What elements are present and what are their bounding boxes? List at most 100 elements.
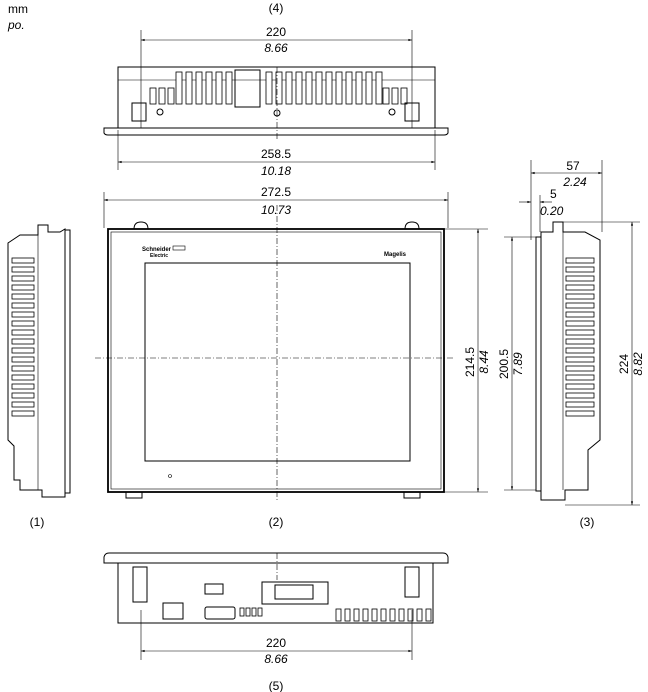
vent-slot bbox=[416, 608, 423, 622]
view-label-top: (4) bbox=[269, 1, 284, 15]
dim-front-height-in: 8.44 bbox=[477, 350, 491, 374]
vent-slot bbox=[11, 275, 35, 282]
vent-slot bbox=[265, 71, 273, 105]
vent-slot bbox=[380, 608, 387, 622]
logo-schneider: Schneider bbox=[142, 247, 172, 253]
vent-slot bbox=[11, 311, 35, 318]
vent-slot bbox=[215, 71, 223, 105]
vent-slot bbox=[275, 71, 283, 105]
vent-slot bbox=[398, 608, 405, 622]
vent-slot bbox=[11, 284, 35, 291]
vent-slot bbox=[305, 71, 313, 105]
vent-slot bbox=[565, 347, 595, 354]
vent-slot bbox=[365, 71, 373, 105]
vent-slot bbox=[11, 293, 35, 300]
vent-slot bbox=[175, 71, 183, 105]
vent-slot bbox=[185, 71, 193, 105]
vent-slot bbox=[565, 356, 595, 363]
dim-bezel-mm: 5 bbox=[550, 187, 557, 201]
vent-slot bbox=[391, 87, 399, 105]
vent-slot bbox=[425, 608, 432, 622]
vent-slot bbox=[565, 320, 595, 327]
vent-slot bbox=[11, 320, 35, 327]
vent-slot bbox=[565, 293, 595, 300]
vent-slot bbox=[158, 87, 166, 105]
dim-bottom-width-in: 8.66 bbox=[264, 652, 288, 666]
vent-slot bbox=[167, 87, 175, 105]
vent-slot bbox=[407, 608, 414, 622]
vent-slot bbox=[565, 392, 595, 399]
vent-slot bbox=[11, 401, 35, 408]
vent-slot bbox=[362, 608, 369, 622]
vent-slot bbox=[11, 410, 35, 417]
view-label-front: (2) bbox=[269, 515, 284, 529]
vent-slot bbox=[345, 71, 353, 105]
vent-slot bbox=[565, 275, 595, 282]
dim-side-height-mm: 224 bbox=[617, 354, 631, 374]
bottom-view: 220 8.66 (5) bbox=[103, 552, 449, 692]
vent-slot bbox=[11, 338, 35, 345]
dim-front-width-in: 10.73 bbox=[261, 203, 291, 217]
vent-slot bbox=[382, 87, 390, 105]
vent-slot bbox=[11, 392, 35, 399]
dim-top-width-mm: 220 bbox=[266, 25, 286, 39]
dim-side-depth-in: 2.24 bbox=[562, 175, 587, 189]
dim-front-height-mm: 214.5 bbox=[463, 347, 477, 377]
dim-side-depth-mm: 57 bbox=[566, 159, 580, 173]
vent-slot bbox=[335, 71, 343, 105]
vent-slot bbox=[257, 607, 263, 617]
vent-slot bbox=[11, 257, 35, 264]
vent-slot bbox=[565, 410, 595, 417]
vent-slot bbox=[565, 383, 595, 390]
vent-slot bbox=[371, 608, 378, 622]
vent-slot bbox=[565, 284, 595, 291]
vent-slot bbox=[400, 87, 408, 105]
vent-slot bbox=[205, 71, 213, 105]
dim-bottom-width-mm: 220 bbox=[266, 636, 286, 650]
vent-slot bbox=[565, 374, 595, 381]
dim-top-width-in: 8.66 bbox=[264, 41, 288, 55]
vent-slot bbox=[251, 607, 257, 617]
vent-slot bbox=[315, 71, 323, 105]
vent-slot bbox=[375, 71, 383, 105]
view-label-right: (3) bbox=[580, 515, 595, 529]
view-label-left: (1) bbox=[30, 515, 45, 529]
vent-slot bbox=[565, 401, 595, 408]
vent-slot bbox=[11, 383, 35, 390]
dim-side-inner-height-in: 7.89 bbox=[511, 352, 525, 376]
logo-magelis: Magelis bbox=[384, 252, 407, 258]
dim-bezel-in: 0.20 bbox=[540, 204, 564, 218]
right-view: 57 2.24 5 0.20 200.5 7.89 224 8.82 (3) bbox=[497, 159, 645, 529]
unit-inch: po. bbox=[7, 18, 25, 32]
vent-slot bbox=[565, 329, 595, 336]
unit-mm: mm bbox=[8, 2, 28, 16]
dim-side-height-in: 8.82 bbox=[631, 352, 645, 376]
vent-slot bbox=[11, 374, 35, 381]
vent-slot bbox=[285, 71, 293, 105]
vent-slot bbox=[565, 266, 595, 273]
vent-slot bbox=[149, 87, 157, 105]
vent-slot bbox=[565, 311, 595, 318]
vent-slot bbox=[11, 302, 35, 309]
top-view: (4) 220 8.66 258.5 10.18 bbox=[103, 1, 449, 178]
vent-slot bbox=[239, 607, 245, 617]
vent-slot bbox=[389, 608, 396, 622]
logo-electric: Electric bbox=[150, 253, 168, 259]
vent-slot bbox=[295, 71, 303, 105]
dim-front-width-mm: 272.5 bbox=[261, 185, 291, 199]
view-label-bottom: (5) bbox=[269, 679, 284, 692]
vent-slot bbox=[225, 71, 233, 105]
vent-slot bbox=[11, 329, 35, 336]
vent-slot bbox=[344, 608, 351, 622]
dim-top-bezel-in: 10.18 bbox=[261, 164, 291, 178]
vent-slot bbox=[565, 302, 595, 309]
vent-slot bbox=[11, 356, 35, 363]
vent-slot bbox=[353, 608, 360, 622]
vent-slot bbox=[335, 608, 342, 622]
front-view: 272.5 10.73 Schneider Electric Magelis 2… bbox=[95, 185, 491, 529]
vent-slot bbox=[245, 607, 251, 617]
vent-slot bbox=[565, 257, 595, 264]
vent-slot bbox=[355, 71, 363, 105]
vent-slot bbox=[195, 71, 203, 105]
